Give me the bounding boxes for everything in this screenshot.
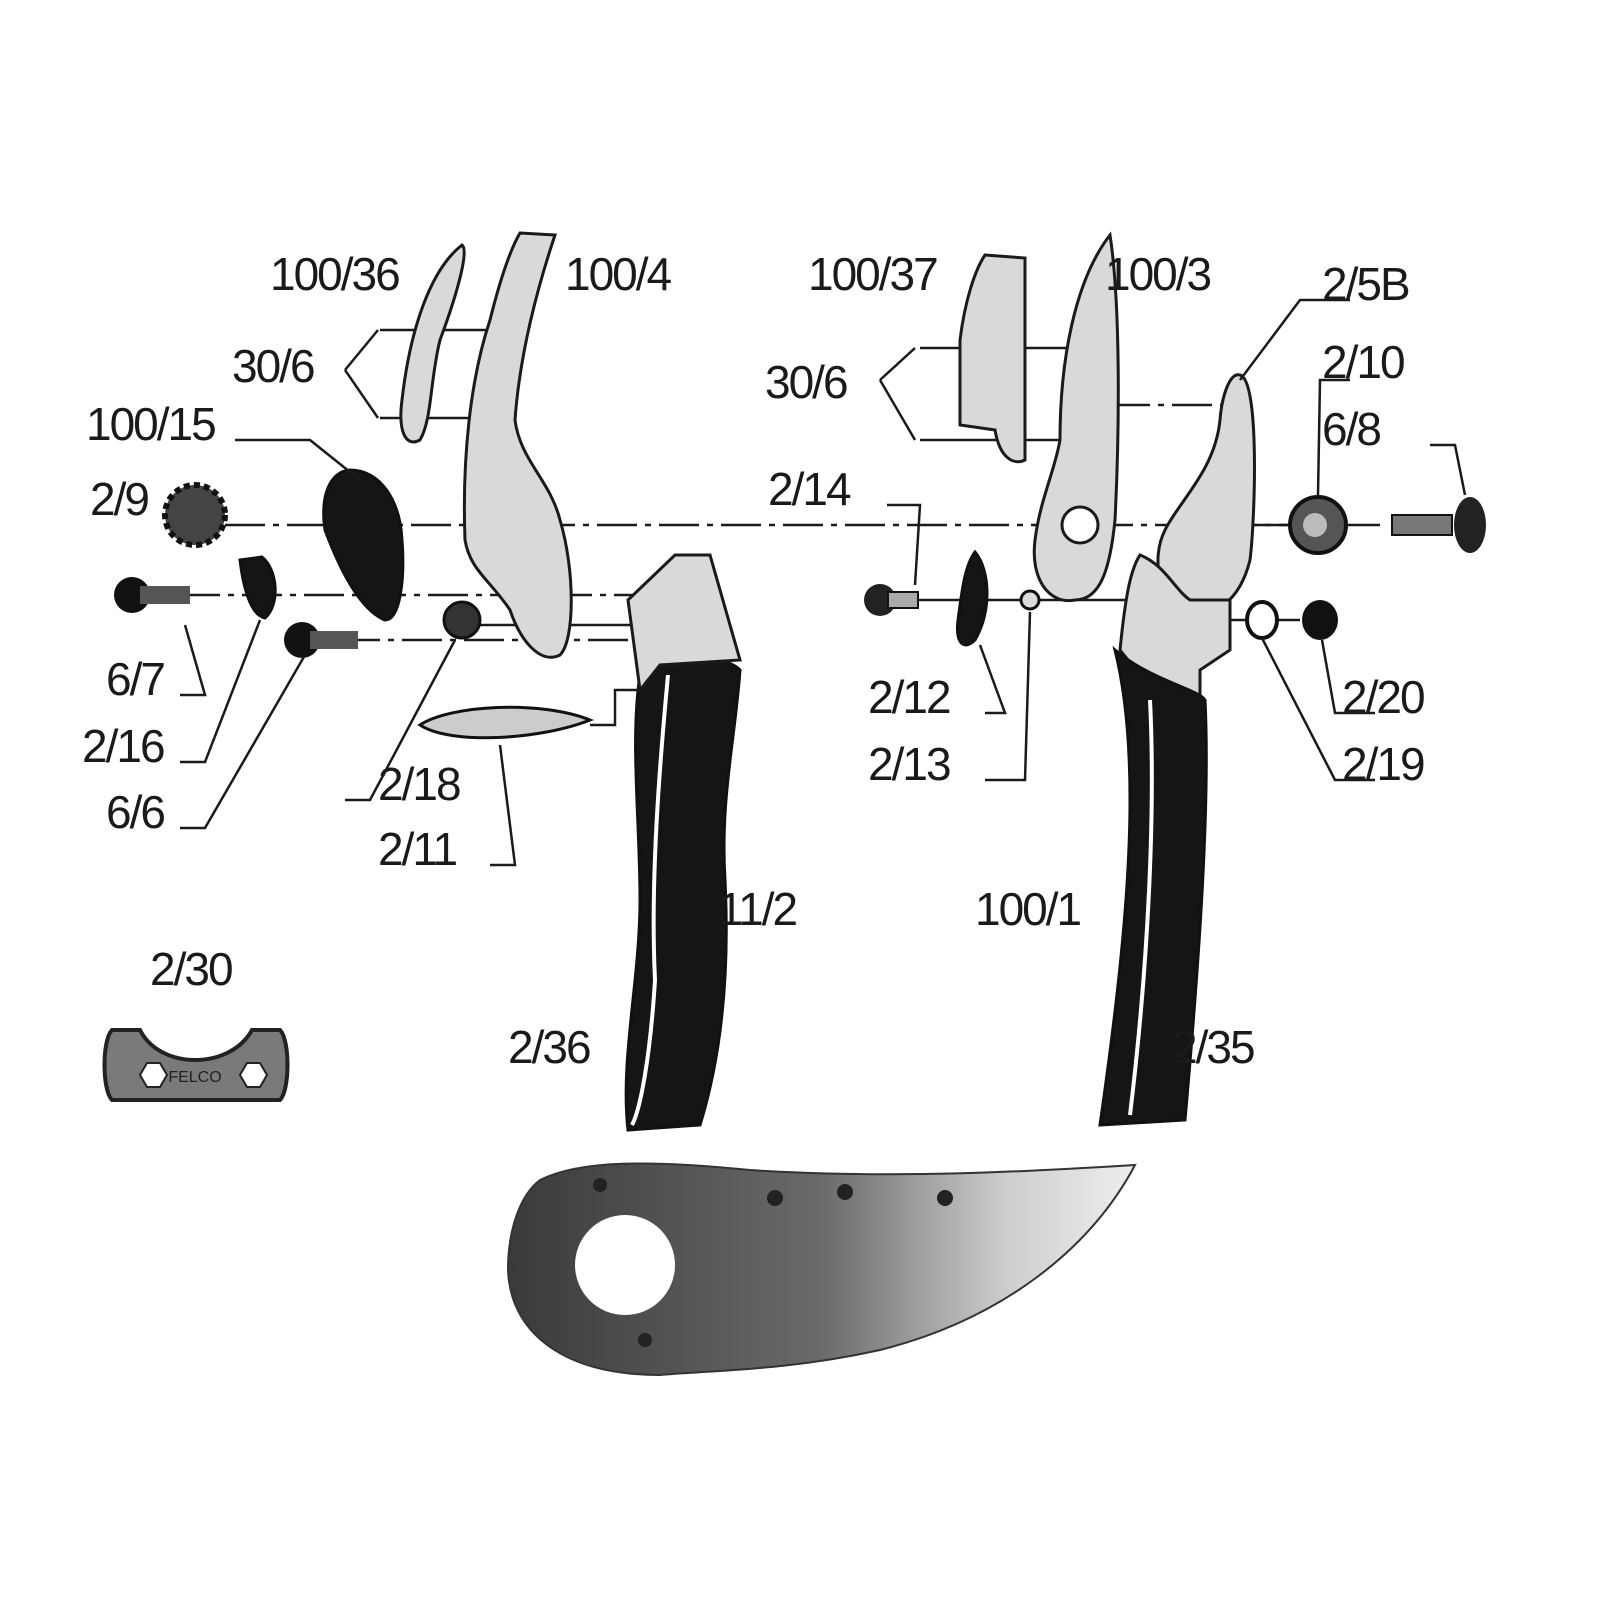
label-2-20: 2/20 [1342, 671, 1424, 723]
label-100-37: 100/37 [808, 248, 937, 300]
part-2-10-bushing [1288, 495, 1348, 555]
blade-pivot-hole [1060, 505, 1100, 545]
label-100-36: 100/36 [270, 248, 399, 300]
label-2-13: 2/13 [868, 738, 950, 790]
part-6-7-bolt [114, 577, 190, 613]
part-100-37-blade-insert [958, 253, 1027, 464]
blade-photo [506, 1162, 1137, 1377]
label-2-18: 2/18 [378, 758, 460, 810]
handle-highlight-right [1128, 699, 1154, 1116]
part-2-11-spring [417, 705, 595, 740]
label-30-6-left: 30/6 [232, 340, 314, 392]
part-100-1-lower-handle-head [1118, 553, 1232, 702]
label-2-5B: 2/5B [1322, 258, 1409, 310]
label-2-19: 2/19 [1342, 738, 1424, 790]
part-100-36-anvil-insert [399, 243, 466, 444]
label-2-11: 2/11 [378, 823, 457, 875]
label-2-12: 2/12 [868, 671, 950, 723]
part-2-5B-lower-blade-head [1156, 373, 1256, 615]
part-100-4-upper-handle [462, 231, 573, 659]
part-100-3-blade [1032, 231, 1120, 603]
part-6-6-bolt [284, 622, 358, 658]
label-2-14: 2/14 [768, 463, 851, 515]
label-100-3: 100/3 [1105, 248, 1211, 300]
part-6-8-pivot-bolt [1391, 497, 1486, 553]
part-2-16-spring-catch [238, 555, 277, 620]
label-11-2: 11/2 [718, 883, 797, 935]
label-2-9: 2/9 [90, 473, 148, 525]
part-2-12-spring-catch [955, 549, 989, 647]
part-100-1-lower-handle [1098, 645, 1208, 1127]
part-2-9-nut [162, 482, 228, 548]
label-6-6: 6/6 [106, 786, 164, 838]
part-2-19-ring [1245, 600, 1279, 640]
label-2-16: 2/16 [82, 720, 164, 772]
part-2-20-cap [1302, 600, 1338, 640]
part-2-14-bolt [864, 584, 919, 616]
part-100-15-cover-plate [322, 468, 405, 622]
label-2-10: 2/10 [1322, 336, 1404, 388]
label-2-35: 2/35 [1172, 1021, 1254, 1073]
label-2-30: 2/30 [150, 943, 232, 995]
handle-highlight-left [630, 674, 670, 1126]
part-2-13-washer [1019, 589, 1041, 611]
label-100-1: 100/1 [975, 883, 1081, 935]
part-2-18-washer [442, 600, 482, 640]
label-100-15: 100/15 [86, 398, 215, 450]
part-labels: 100/36 100/4 30/6 100/15 2/9 6/7 2/16 6/… [82, 248, 1426, 1073]
label-100-4: 100/4 [565, 248, 672, 300]
label-2-36: 2/36 [508, 1021, 590, 1073]
label-6-8: 6/8 [1322, 403, 1380, 455]
svg-text:FELCO: FELCO [168, 1069, 221, 1086]
label-30-6-right: 30/6 [765, 356, 847, 408]
label-6-7: 6/7 [106, 653, 164, 705]
leader-lines [180, 298, 1467, 867]
part-2-30-wrench: FELCO [102, 1028, 290, 1102]
